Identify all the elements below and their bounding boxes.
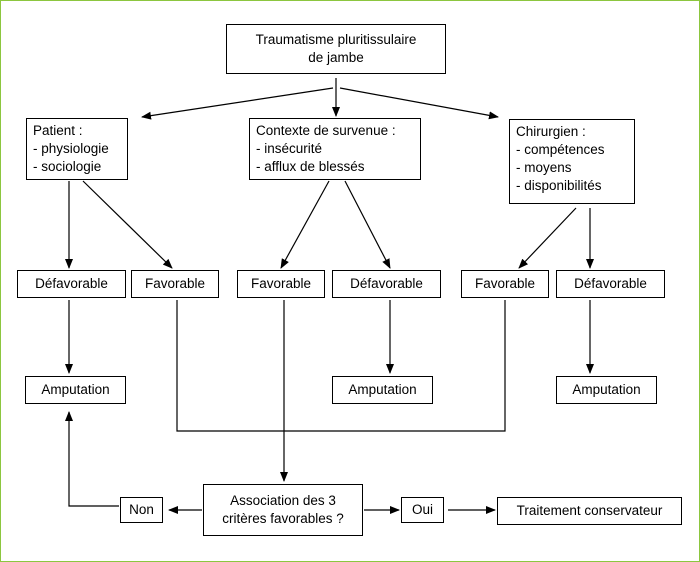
merge-line-favorable: [176, 300, 506, 432]
chirurgien-defavorable-node: Défavorable: [556, 270, 665, 298]
non-node: Non: [120, 497, 163, 523]
chirurgien-favorable-node: Favorable: [461, 270, 549, 298]
association-node: Association des 3 critères favorables ?: [203, 484, 363, 536]
patient-defavorable-node: Défavorable: [17, 270, 126, 298]
arrow-non-amputation: [65, 411, 119, 507]
contexte-defavorable-node: Défavorable: [332, 270, 441, 298]
arrow-root-patient: [141, 87, 334, 120]
root-node: Traumatisme pluritissulaire de jambe: [226, 24, 446, 74]
arrow-root-chirurgien: [339, 87, 499, 120]
patient-node: Patient : - physiologie - sociologie: [26, 118, 128, 180]
patient-favorable-node: Favorable: [131, 270, 219, 298]
oui-node: Oui: [401, 497, 444, 523]
chirurgien-node: Chirurgien : - compétences - moyens - di…: [509, 119, 635, 204]
arrow-patient-favorable: [82, 180, 173, 269]
arrow-contexte-defavorable: [344, 180, 391, 269]
amputation-node-3: Amputation: [556, 376, 657, 404]
amputation-node-1: Amputation: [25, 376, 126, 404]
arrow-chirurgien-favorable: [518, 207, 577, 269]
contexte-favorable-node: Favorable: [237, 270, 325, 298]
arrow-contexte-favorable: [280, 180, 330, 269]
traitement-node: Traitement conservateur: [497, 497, 682, 525]
amputation-node-2: Amputation: [332, 376, 433, 404]
contexte-node: Contexte de survenue : - insécurité - af…: [249, 118, 421, 180]
